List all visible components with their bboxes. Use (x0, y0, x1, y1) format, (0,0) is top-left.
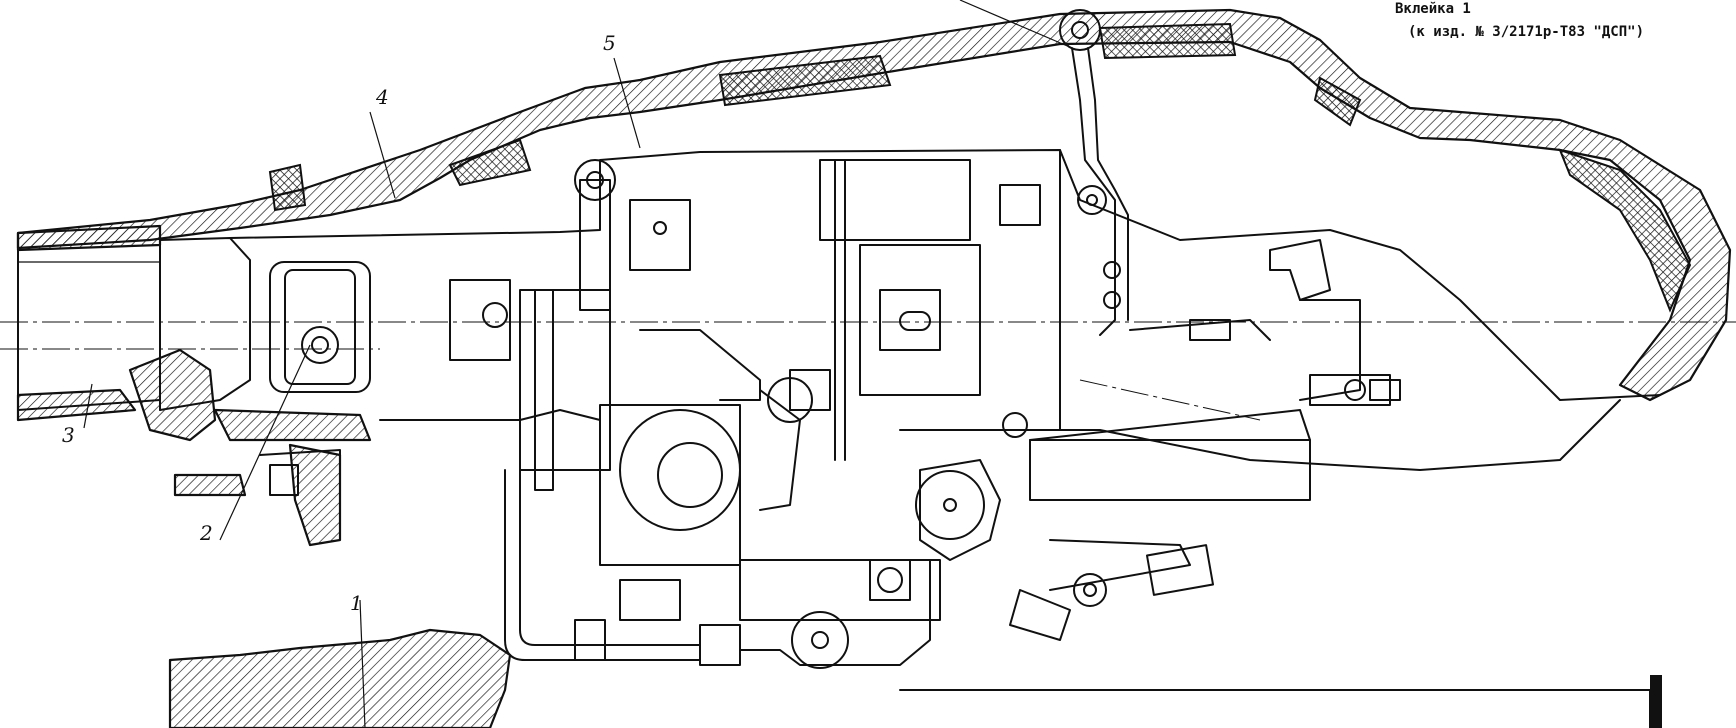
lower-piping (504, 469, 941, 669)
callout-4: 4 (375, 85, 389, 109)
center-lines (0, 321, 1736, 421)
callout-leaders (83, 0, 1073, 728)
document-reference: (к изд. № 3/2171р-Т83 "ДСП") (1408, 24, 1645, 40)
right-bracket (1269, 239, 1401, 406)
callout-5: 5 (603, 31, 616, 55)
right-linkage (1059, 9, 1271, 341)
frame-corner (899, 675, 1662, 728)
upper-casing (16, 8, 1732, 402)
lower-actuator (915, 459, 1215, 641)
insert-title: Вклейка 1 (1395, 1, 1471, 17)
main-body (229, 149, 1661, 501)
base-plate (168, 628, 512, 728)
gear-housing (128, 261, 511, 547)
callout-3: 3 (62, 423, 75, 447)
left-barrel (16, 224, 251, 422)
callout-2: 2 (199, 521, 213, 545)
central-mechanism (519, 159, 1041, 566)
callout-1: 1 (350, 591, 363, 615)
